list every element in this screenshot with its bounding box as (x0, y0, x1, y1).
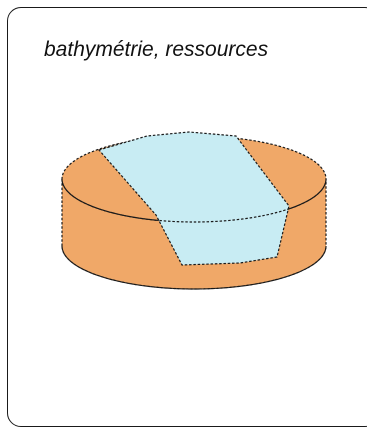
top-surface-front-rim (61, 178, 327, 223)
cylinder-bottom-rim (61, 245, 327, 290)
bathymetry-cylinder-illustration (61, 131, 327, 290)
water-zone (97, 131, 290, 266)
diagram-title: bathymétrie, ressources (44, 38, 269, 61)
